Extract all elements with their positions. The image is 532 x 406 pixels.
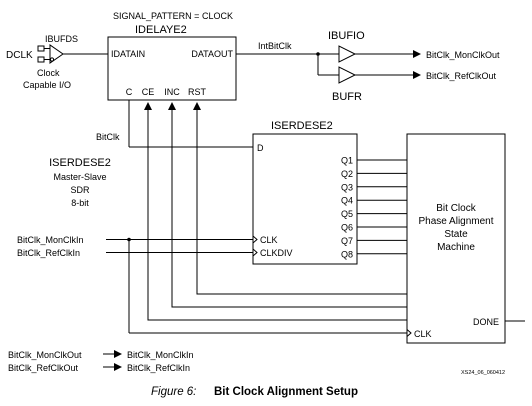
caption-figure-number: Figure 6:: [151, 386, 196, 398]
ce-control-line: [144, 102, 407, 321]
state-machine-line2: Phase Alignment: [418, 216, 493, 227]
iserdes-note-line1: ISERDESE2: [49, 157, 111, 169]
bufr-buffer-symbol: [338, 66, 357, 84]
state-machine-line1: Bit Clock: [436, 203, 476, 214]
iserdes-port-clkdiv: CLKDIV: [260, 248, 293, 258]
mon-in-label: BitClk_MonClkIn: [17, 235, 84, 245]
ibufds-title: IBUFDS: [45, 34, 78, 44]
inc-control-line: [168, 102, 407, 308]
state-machine-clk-edge-marker: [406, 329, 412, 337]
iserdes-clk-edge-marker: [252, 235, 258, 244]
iserdes-title: ISERDESE2: [271, 120, 333, 132]
state-machine-line3: State: [444, 229, 468, 240]
idelaye2-port-idatain: IDATAIN: [111, 49, 145, 59]
mon-out-label: BitClk_MonClkOut: [426, 50, 500, 60]
idelaye2-title: IDELAYE2: [135, 24, 187, 36]
state-machine-block: [406, 133, 506, 344]
state-machine-line4: Machine: [437, 242, 475, 253]
state-machine-done-port: DONE: [473, 317, 499, 327]
dclk-input-label: DCLK: [6, 50, 33, 61]
idelaye2-port-inc: INC: [164, 87, 180, 97]
ibufio-buffer-symbol: [338, 45, 357, 63]
legend-row2-to: BitClk_RefClkIn: [127, 363, 190, 373]
idelaye2-port-ce: CE: [142, 87, 155, 97]
iserdes-block: [252, 133, 358, 265]
dclk-pad-bottom: [37, 56, 45, 63]
ibufds-note-line1: Clock: [37, 68, 60, 78]
dclk-pad-top: [37, 45, 45, 52]
ref-out-label: BitClk_RefClkOut: [426, 71, 497, 81]
iserdes-note-line4: 8-bit: [71, 198, 89, 208]
iserdes-output-q1-label: Q1: [341, 156, 353, 166]
figure-code: XS24_06_060412: [461, 370, 505, 376]
iserdes-note-line2: Master-Slave: [53, 172, 106, 182]
caption-title: Bit Clock Alignment Setup: [214, 386, 358, 398]
idelaye2-block: [107, 36, 237, 101]
ibufds-inversion-bubble: [49, 57, 55, 62]
legend-row1-from: BitClk_MonClkOut: [8, 350, 82, 360]
iserdes-note-line3: SDR: [70, 185, 90, 195]
idelaye2-port-rst: RST: [188, 87, 207, 97]
iserdes-output-q4-label: Q4: [341, 196, 353, 206]
rst-control-line: [193, 102, 407, 295]
iserdes-clkdiv-edge-marker: [252, 248, 258, 257]
iserdes-port-d: D: [257, 143, 264, 153]
state-machine-clk-port: CLK: [414, 329, 432, 339]
idelaye2-port-dataout: DATAOUT: [191, 49, 233, 59]
bufr-title: BUFR: [332, 91, 362, 103]
signal-pattern-note: SIGNAL_PATTERN = CLOCK: [113, 11, 233, 21]
iserdes-output-q2-label: Q2: [341, 169, 353, 179]
legend-row1-to: BitClk_MonClkIn: [127, 350, 194, 360]
idelaye2-port-c: C: [126, 87, 133, 97]
iserdes-port-clk: CLK: [260, 235, 278, 245]
bitclk-label: BitClk: [96, 132, 120, 142]
ibufds-note-line2: Capable I/O: [23, 80, 71, 90]
iserdes-output-q8-label: Q8: [341, 249, 353, 259]
iserdes-output-q7-label: Q7: [341, 236, 353, 246]
mon-in-junction: [127, 237, 131, 242]
iserdes-output-q5-label: Q5: [341, 209, 353, 219]
iserdes-output-q6-label: Q6: [341, 223, 353, 233]
legend-row2-from: BitClk_RefClkOut: [8, 363, 79, 373]
ibufio-title: IBUFIO: [328, 30, 365, 42]
intbitclk-label: IntBitClk: [258, 41, 292, 51]
ref-in-label: BitClk_RefClkIn: [17, 248, 80, 258]
iserdes-output-q3-label: Q3: [341, 182, 353, 192]
